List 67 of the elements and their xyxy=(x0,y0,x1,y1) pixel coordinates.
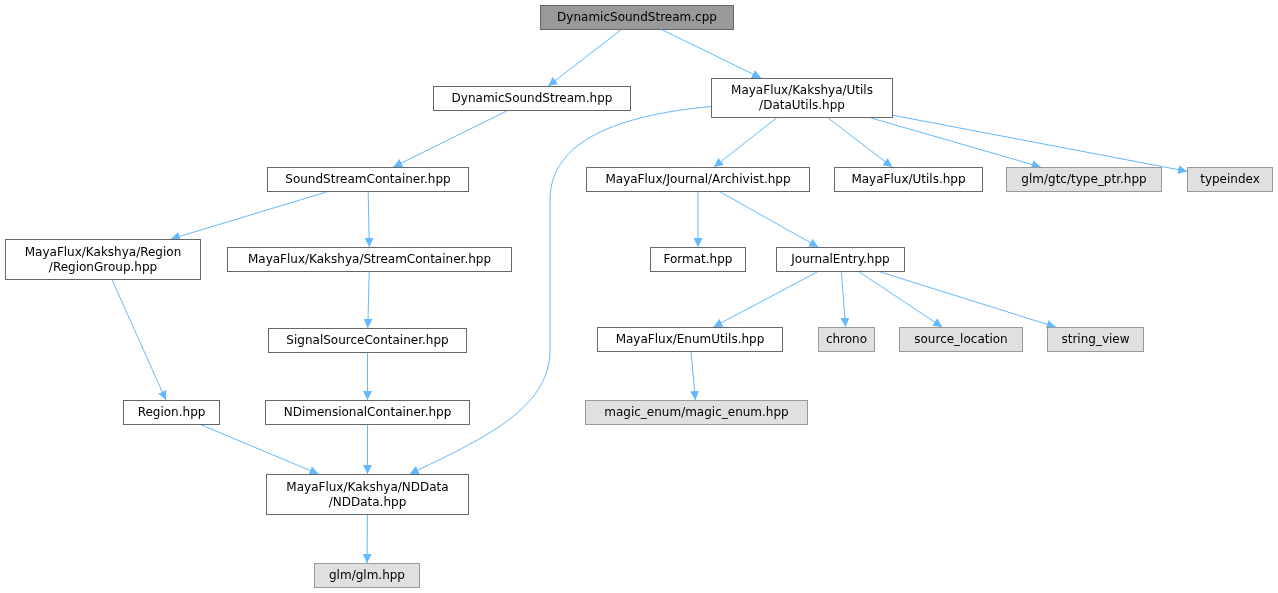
file-box xyxy=(268,328,467,353)
file-name: MayaFlux/Journal/Archivist.hpp xyxy=(605,172,791,187)
file-name: DynamicSoundStream.hpp xyxy=(451,91,613,106)
file-name: Format.hpp xyxy=(663,252,733,267)
file-name: MayaFlux/Kakshya/NDData /NDData.hpp xyxy=(285,479,450,510)
arrow xyxy=(870,117,1042,169)
file-name: glm/gtc/type_ptr.hpp xyxy=(1021,172,1147,187)
arrow xyxy=(363,424,372,475)
arrow xyxy=(363,352,372,401)
file-box xyxy=(597,327,783,352)
file-box xyxy=(265,400,470,425)
file-box xyxy=(123,400,220,425)
arrow xyxy=(392,110,508,168)
arrow xyxy=(840,271,850,328)
file-name: SoundStreamContainer.hpp xyxy=(285,172,451,187)
file-name: Region.hpp xyxy=(137,405,206,420)
arrow xyxy=(364,191,374,248)
arrow xyxy=(111,279,167,401)
file-box xyxy=(433,86,631,111)
file-name: magic_enum/magic_enum.hpp xyxy=(604,405,789,420)
file-name: MayaFlux/Kakshya/Region /RegionGroup.hpp xyxy=(23,244,183,275)
arrow xyxy=(892,114,1188,175)
file-name: MayaFlux/EnumUtils.hpp xyxy=(615,332,765,347)
file-box xyxy=(586,167,810,192)
file-name: DynamicSoundStream.cpp xyxy=(557,10,717,25)
file-box xyxy=(227,247,512,272)
arrow xyxy=(827,117,893,168)
file-name: typeindex xyxy=(1200,172,1260,187)
file-box xyxy=(314,563,420,588)
file-name: glm/glm.hpp xyxy=(329,568,405,583)
arrow xyxy=(879,271,1057,329)
file-name: NDimensionalContainer.hpp xyxy=(283,405,452,420)
file-box xyxy=(1047,327,1144,352)
arrow xyxy=(363,271,373,329)
arrow xyxy=(719,191,819,248)
arrow xyxy=(713,117,777,168)
file-name: MayaFlux/Kakshya/StreamContainer.hpp xyxy=(247,252,492,267)
arrow xyxy=(662,29,762,79)
arrow xyxy=(200,424,319,475)
file-box xyxy=(818,327,875,352)
file-box xyxy=(834,167,983,192)
file-box xyxy=(1006,167,1162,192)
arrow xyxy=(170,191,328,241)
arrow xyxy=(409,106,712,475)
file-box xyxy=(540,5,734,30)
arrow xyxy=(858,271,943,328)
arrow xyxy=(690,351,700,401)
file-box xyxy=(776,247,905,272)
file-box xyxy=(711,78,893,118)
file-name: string_view xyxy=(1061,332,1130,347)
file-box xyxy=(266,474,469,515)
file-name: chrono xyxy=(825,332,868,347)
arrow xyxy=(362,514,372,564)
file-box xyxy=(5,239,201,280)
file-box xyxy=(650,247,746,272)
arrow xyxy=(547,29,622,87)
file-name: JournalEntry.hpp xyxy=(791,252,890,267)
arrow xyxy=(693,191,703,248)
file-name: MayaFlux/Kakshya/Utils /DataUtils.hpp xyxy=(730,83,874,113)
file-box xyxy=(585,400,808,425)
file-name: SignalSourceContainer.hpp xyxy=(286,333,449,348)
file-box xyxy=(1187,167,1273,192)
file-box xyxy=(899,327,1023,352)
file-name: MayaFlux/Utils.hpp xyxy=(851,172,966,187)
file-box xyxy=(267,167,469,192)
file-name: source_location xyxy=(914,332,1008,347)
arrow xyxy=(713,271,818,328)
